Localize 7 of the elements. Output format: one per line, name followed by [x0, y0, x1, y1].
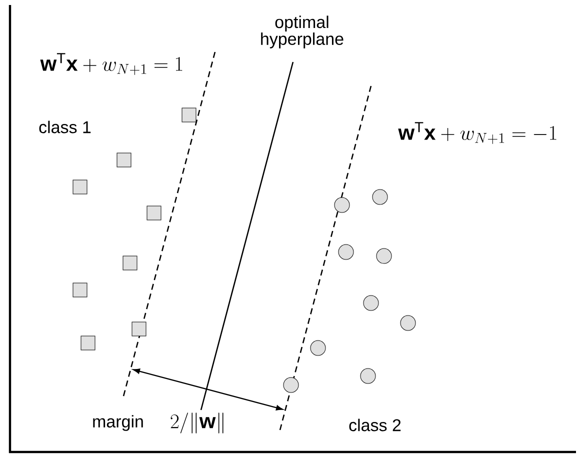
- formula: $2/\|\mathbf{w}\|$: [170, 412, 224, 434]
- class-label: class 2: [349, 418, 401, 432]
- class-label: class 1: [39, 120, 91, 134]
- margin-label: margin: [93, 415, 143, 431]
- equation: $\mathbf{w}^{\mathrm{T}}\mathbf{x}+w_{N+1}=1$: [40, 53, 182, 75]
- heading: optimal hyperplane: [261, 16, 344, 48]
- equation: $\mathbf{w}^{\mathrm{T}}\mathbf{x}+w_{N+1}=-1$: [398, 122, 556, 144]
